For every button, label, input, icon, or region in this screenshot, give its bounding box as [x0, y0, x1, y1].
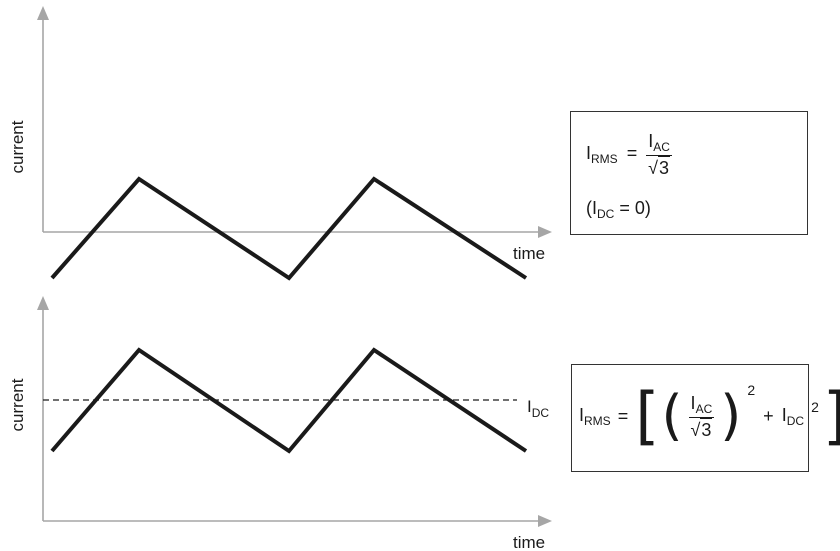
- rms-symbol: IRMS: [586, 143, 618, 167]
- top-triangle-wave: [50, 176, 528, 281]
- radicand: 3: [700, 417, 713, 440]
- dc-square-exponent: 2: [811, 399, 819, 415]
- top-y-label: current: [8, 120, 27, 173]
- bottom-y-axis-arrow: [37, 296, 49, 310]
- bottom-formula-box: IRMS = [ ( IAC √3 ) 2 + IDC 2 ] 1/2: [571, 364, 840, 472]
- sqrt-symbol: √: [690, 419, 701, 440]
- right-bracket: ]: [823, 385, 840, 447]
- bottom-x-label: time: [513, 533, 545, 551]
- top-y-axis-arrow: [37, 6, 49, 20]
- top-formula-box: IRMS = IAC √3 (IDC = 0): [570, 111, 808, 235]
- top-axes: [37, 6, 552, 238]
- top-x-axis-arrow: [538, 226, 552, 238]
- bottom-y-label: current: [8, 378, 27, 431]
- left-paren: (: [661, 384, 683, 447]
- equals-sign: =: [626, 143, 638, 164]
- right-paren: ): [720, 384, 742, 447]
- bottom-axes: [37, 296, 552, 527]
- dc-level-label: IDC: [527, 397, 549, 420]
- fraction-denominator: √3: [689, 417, 715, 440]
- fraction-numerator: IAC: [688, 392, 715, 418]
- rms-symbol: IRMS: [579, 404, 611, 428]
- top-x-label: time: [513, 244, 545, 263]
- fraction-numerator: IAC: [646, 131, 672, 156]
- dc-zero-condition: (IDC = 0): [586, 198, 651, 221]
- fraction-denominator: √3: [646, 156, 672, 178]
- bottom-rms-formula: IRMS = [ ( IAC √3 ) 2 + IDC 2 ] 1/2: [579, 379, 840, 452]
- ac-over-root3: IAC √3: [646, 131, 672, 178]
- dc-term: IDC: [781, 404, 805, 428]
- square-exponent: 2: [747, 382, 756, 398]
- plus-sign: +: [763, 406, 774, 426]
- bottom-triangle-wave: [50, 347, 528, 454]
- top-rms-formula: IRMS = IAC √3: [586, 131, 672, 178]
- ac-over-root3: IAC √3: [688, 392, 715, 440]
- left-bracket: [: [635, 379, 660, 452]
- equals-sign: =: [617, 406, 629, 426]
- bottom-x-axis-arrow: [538, 515, 552, 527]
- radicand: 3: [658, 156, 671, 178]
- sqrt-symbol: √: [648, 158, 659, 178]
